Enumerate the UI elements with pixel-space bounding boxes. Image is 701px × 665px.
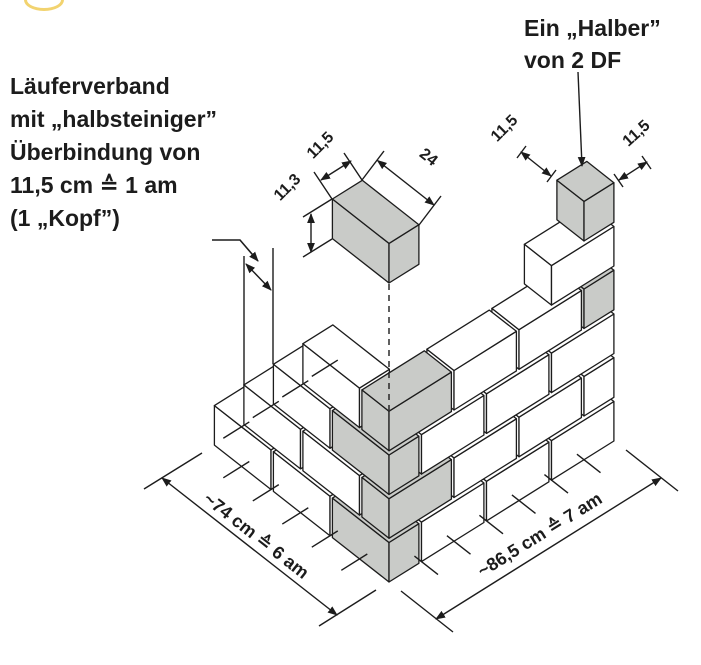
diagram-line xyxy=(222,421,250,439)
halber-dimensions xyxy=(516,145,652,188)
brick-dimensions xyxy=(302,150,442,258)
diagram-line xyxy=(520,151,552,177)
base-dimensions xyxy=(143,449,679,633)
diagram-line xyxy=(313,171,333,200)
diagram-line xyxy=(311,359,339,377)
diagram-line xyxy=(222,460,250,479)
brick-face xyxy=(361,350,453,412)
diagram-line xyxy=(320,160,352,181)
diagram-line xyxy=(435,477,662,620)
diagram-line xyxy=(625,449,679,492)
bond-annotation-line5: (1 „Kopf”) xyxy=(10,205,120,231)
brick-face xyxy=(331,179,420,245)
diagram-line xyxy=(252,400,280,419)
halber-pointer-arrow xyxy=(577,71,586,167)
halber-annotation: Ein „Halber” von 2 DF xyxy=(524,12,661,76)
bond-annotation-line4: 11,5 cm ≙ 1 am xyxy=(10,172,178,198)
diagram-line xyxy=(577,71,586,167)
diagram-line xyxy=(343,152,363,181)
annotation-leader-line xyxy=(212,239,259,262)
diagram-line xyxy=(376,159,435,206)
brick-face xyxy=(556,160,615,203)
diagram-line xyxy=(281,380,309,398)
bond-annotation-line3: Überbindung von xyxy=(10,139,201,165)
diagram-line xyxy=(340,553,368,571)
diagram-line xyxy=(161,477,338,616)
diagram-line xyxy=(361,150,385,181)
overlap-indicator xyxy=(212,239,274,385)
diagram-line xyxy=(418,195,442,226)
diagram-line xyxy=(618,161,648,181)
bond-annotation: Läuferverband mit „halbsteiniger” Überbi… xyxy=(10,70,217,235)
diagram-line xyxy=(516,145,527,159)
halber-annotation-line2: von 2 DF xyxy=(524,47,622,73)
diagram-line xyxy=(245,263,272,291)
bond-annotation-line2: mit „halbsteiniger” xyxy=(10,106,218,132)
diagram-line xyxy=(318,589,377,627)
diagram-line xyxy=(576,453,601,474)
diagram-line xyxy=(302,238,333,258)
diagram-line xyxy=(143,452,203,490)
diagram-line xyxy=(302,198,333,218)
diagram-line xyxy=(413,555,439,576)
bond-annotation-line1: Läuferverband xyxy=(10,73,170,99)
floating-brick xyxy=(331,179,420,284)
diagram-line xyxy=(400,590,454,633)
diagram-line xyxy=(546,169,557,183)
diagram-line xyxy=(641,155,652,170)
diagram-line xyxy=(613,173,624,188)
brick-face xyxy=(302,324,391,389)
brick-face xyxy=(426,309,518,372)
halber-annotation-line1: Ein „Halber” xyxy=(524,15,661,41)
